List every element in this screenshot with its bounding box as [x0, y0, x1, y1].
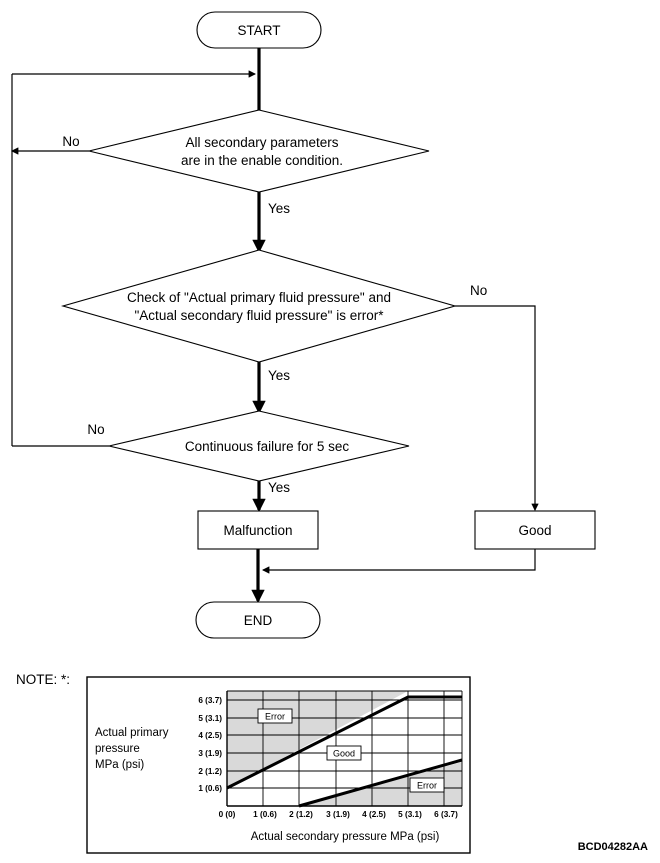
decision-1-node — [88, 109, 430, 193]
decision-3-label: Continuous failure for 5 sec — [185, 439, 350, 454]
chart-annotation-box-lower-error — [409, 777, 445, 793]
chart-ytick-5: 5 (3.1) — [198, 714, 222, 723]
decision-1-label-line2: are in the enable condition. — [181, 153, 343, 168]
edge-decision2-no — [455, 305, 539, 512]
chart-xlabel: Actual secondary pressure MPa (psi) — [251, 831, 440, 843]
decision-1-no-label: No — [62, 134, 79, 149]
end-node-label: END — [244, 613, 273, 628]
chart-xtick-0: 0 (0) — [219, 810, 236, 819]
malfunction-label: Malfunction — [223, 523, 292, 538]
chart-xtick-2: 2 (1.2) — [289, 810, 313, 819]
decision-2-label-line2: "Actual secondary fluid pressure" is err… — [135, 308, 385, 323]
chart-ytick-2: 2 (1.2) — [198, 767, 222, 776]
chart-xtick-4: 4 (2.5) — [362, 810, 386, 819]
chart-series-lower-boundary — [298, 758, 463, 808]
reference-code: BCD04282AA — [578, 841, 648, 853]
chart-ytick-1: 1 (0.6) — [198, 784, 222, 793]
chart-annotation-box-good — [326, 745, 362, 761]
good-node — [474, 510, 596, 550]
decision-2-yes-label: Yes — [268, 368, 290, 383]
chart-annotation-box-upper-error — [257, 708, 293, 724]
chart-ytick-6: 6 (3.7) — [198, 696, 222, 705]
chart-ytick-4: 4 (2.5) — [198, 731, 222, 740]
chart-ylabel-line3: MPa (psi) — [95, 759, 144, 771]
decision-2-node — [60, 249, 458, 363]
chart-annotation-upper-error: Error — [265, 712, 285, 722]
chart-ylabel-line1: Actual primary — [95, 727, 169, 739]
chart-xtick-1: 1 (0.6) — [253, 810, 277, 819]
chart-ytick-3: 3 (1.9) — [198, 749, 222, 758]
decision-1-yes-label: Yes — [268, 201, 290, 216]
chart-ylabel-line2: pressure — [95, 743, 140, 755]
decision-3-yes-label: Yes — [268, 480, 290, 495]
chart-panel: Actual primary pressure MPa (psi) — [86, 676, 471, 854]
chart-series-upper-boundary — [226, 695, 462, 790]
decision-2-label: Check of "Actual primary fluid pressure"… — [127, 290, 391, 305]
chart-annotation-good: Good — [333, 749, 355, 759]
decision-3-no-label: No — [87, 422, 104, 437]
chart-xtick-5: 5 (3.1) — [398, 810, 422, 819]
start-node-label: START — [237, 23, 280, 38]
chart-xtick-3: 3 (1.9) — [326, 810, 350, 819]
chart-annotation-lower-error: Error — [417, 781, 437, 791]
decision-2-no-label: No — [470, 283, 487, 298]
edge-good-to-end — [261, 549, 536, 574]
decision-1-label: All secondary parameters — [185, 135, 338, 150]
good-label: Good — [518, 523, 551, 538]
note-label: NOTE: *: — [16, 672, 70, 687]
chart-frame — [86, 676, 471, 854]
chart-xtick-6: 6 (3.7) — [434, 810, 458, 819]
end-node — [195, 601, 321, 639]
malfunction-node — [197, 510, 319, 550]
